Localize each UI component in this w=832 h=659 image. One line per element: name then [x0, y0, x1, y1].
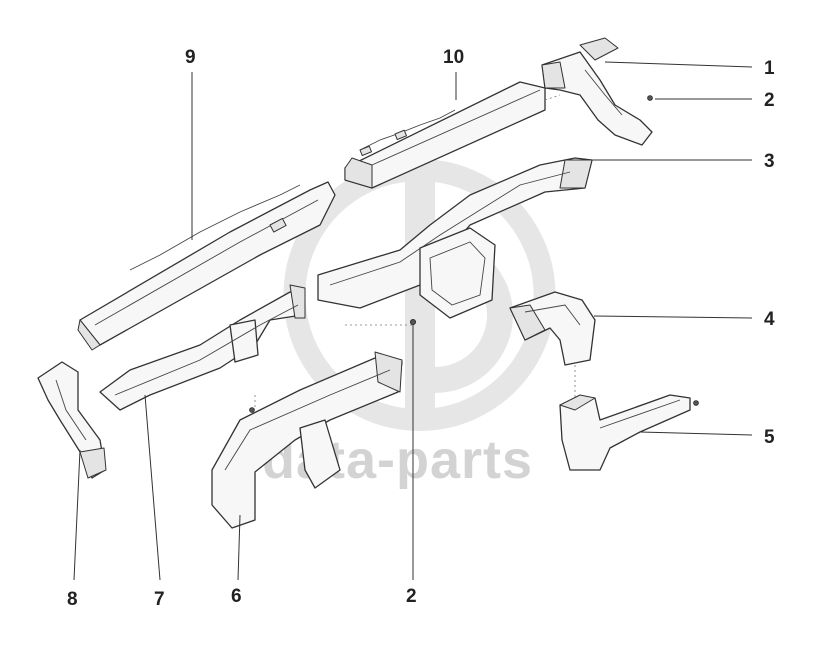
callout-9: 9 [185, 47, 196, 68]
callout-10: 10 [443, 47, 464, 68]
duct-part-1 [541, 37, 653, 146]
callout-labels: 1 2 3 4 5 2 6 7 8 9 10 [67, 47, 775, 610]
callout-7: 7 [154, 589, 165, 610]
callout-1: 1 [764, 58, 775, 79]
duct-part-10 [344, 81, 546, 189]
duct-part-8 [37, 361, 107, 479]
duct-part-6 [211, 351, 403, 529]
duct-part-7 [99, 284, 306, 411]
callout-6: 6 [231, 586, 242, 607]
callout-8: 8 [67, 589, 78, 610]
callout-3: 3 [764, 151, 775, 172]
callout-5: 5 [764, 427, 775, 448]
callout-2-bottom: 2 [406, 586, 417, 607]
duct-part-9 [77, 181, 336, 351]
callout-2-top: 2 [764, 90, 775, 111]
callout-4: 4 [764, 309, 775, 330]
duct-part-5 [559, 394, 699, 471]
leader-lines [73, 61, 753, 581]
screw-part-2 [409, 95, 653, 325]
duct-part-3 [317, 157, 593, 319]
duct-part-4 [509, 291, 596, 366]
assembly-guides [254, 94, 576, 410]
